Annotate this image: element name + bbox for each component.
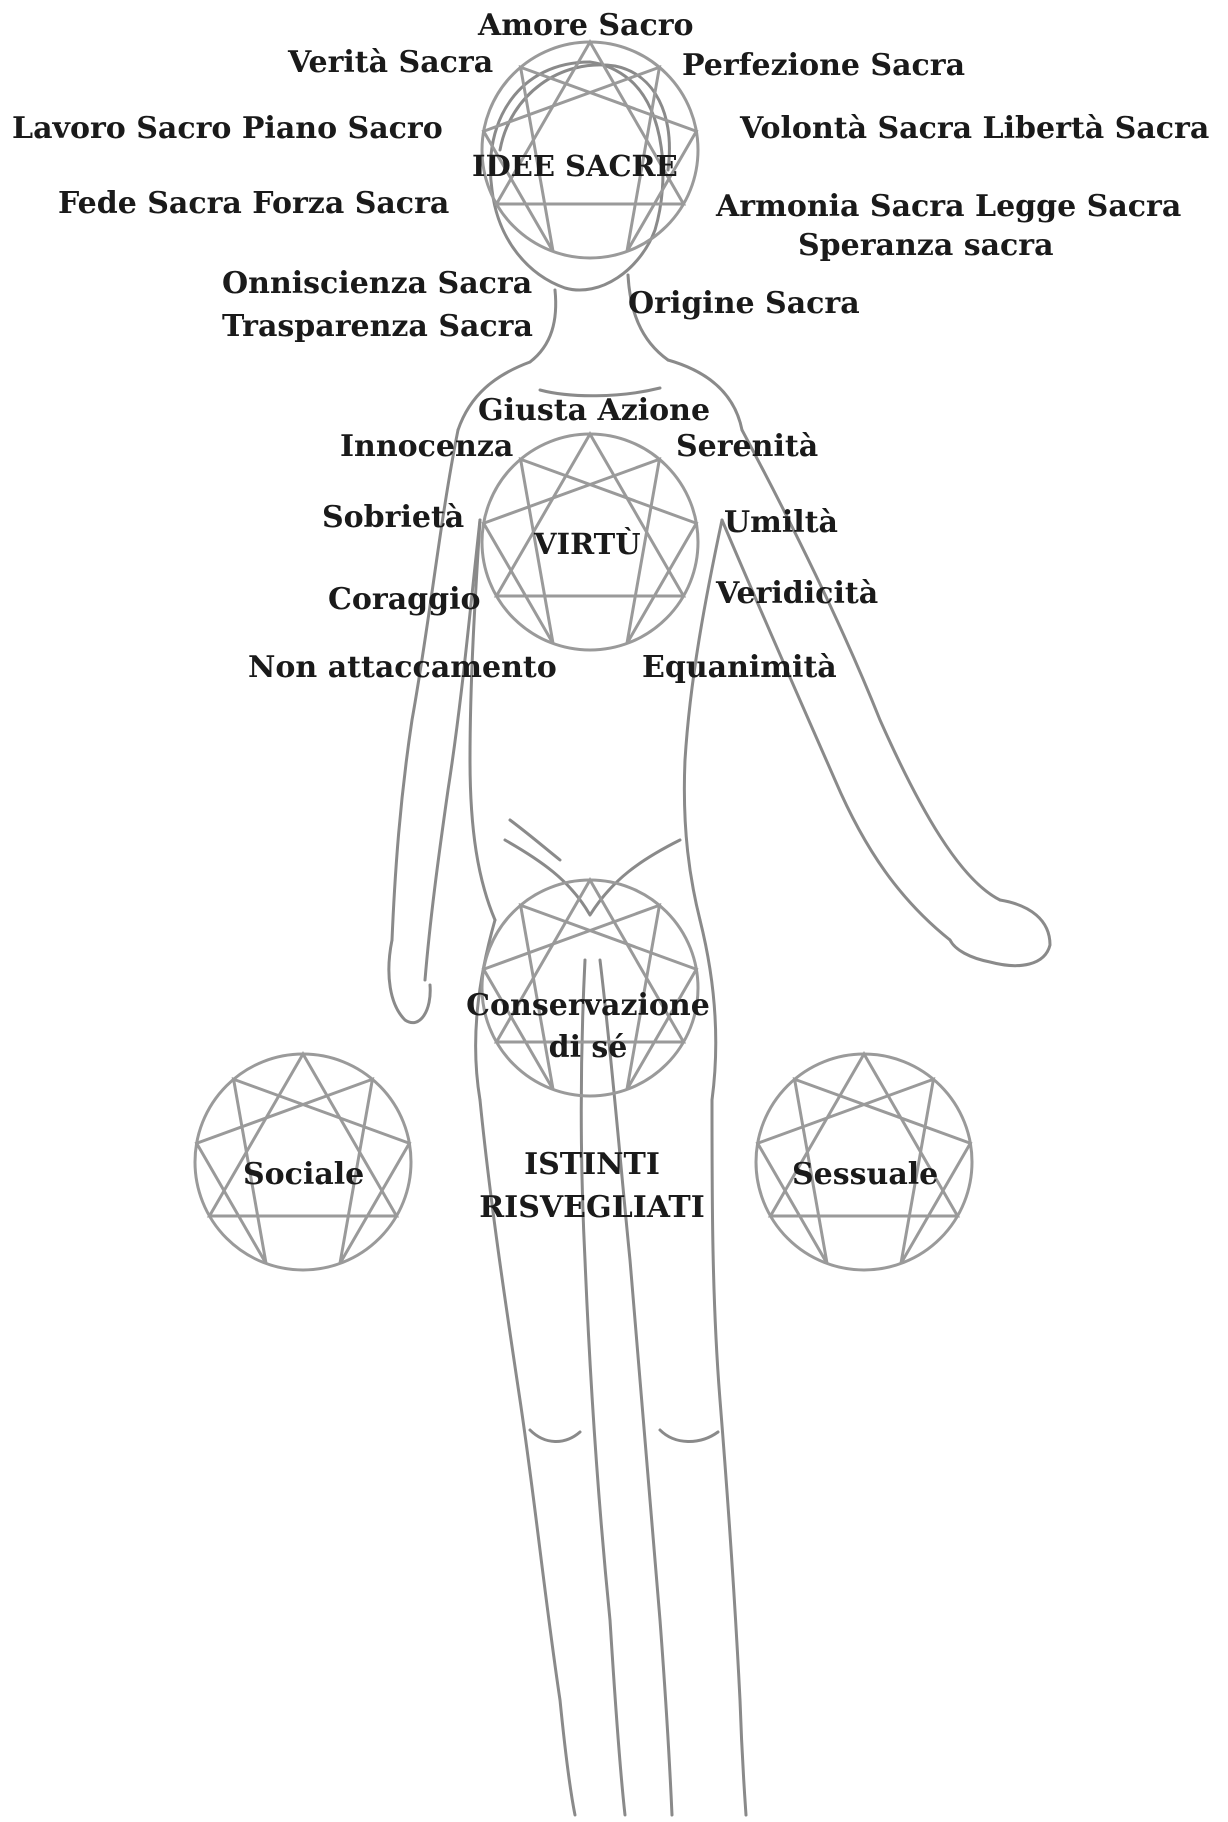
label-speranza-sacra: Speranza sacra (798, 228, 1054, 264)
label-origine-sacra: Origine Sacra (628, 286, 860, 322)
label-non-attaccamento: Non attaccamento (248, 650, 557, 686)
navel-mark (510, 820, 560, 860)
leg-left-inner (581, 960, 625, 1815)
label-volonta-liberta-sacra: Volontà Sacra Libertà Sacra (740, 111, 1209, 147)
chest-enneagram-triangle (496, 434, 683, 596)
label-lavoro-piano-sacro: Lavoro Sacro Piano Sacro (12, 111, 443, 147)
knee-left (530, 1430, 580, 1442)
label-equanimita: Equanimità (642, 650, 837, 686)
instincts-caption-line1: ISTINTI (432, 1147, 752, 1183)
sexual-enneagram-label: Sessuale (792, 1157, 938, 1193)
neck-left (530, 290, 556, 362)
label-coraggio: Coraggio (328, 582, 481, 618)
label-veridicita: Veridicità (716, 576, 878, 612)
chest-enneagram-title: VIRTÙ (534, 526, 641, 562)
label-fede-forza-sacra: Fede Sacra Forza Sacra (58, 186, 449, 222)
self-preservation-label-line1: Conservazione (452, 988, 724, 1024)
leg-right-inner (600, 960, 672, 1815)
instincts-caption-line2: RISVEGLIATI (432, 1190, 752, 1226)
label-serenita: Serenità (676, 429, 818, 465)
head-enneagram-title: IDEE SACRE (472, 148, 678, 184)
label-giusta-azione: Giusta Azione (478, 393, 710, 429)
label-sobrieta: Sobrietà (322, 500, 464, 536)
hand-right (950, 900, 1050, 966)
label-perfezione-sacra: Perfezione Sacra (682, 48, 965, 84)
label-innocenza: Innocenza (340, 429, 513, 465)
groin-line (505, 840, 680, 915)
label-armonia-legge-sacra: Armonia Sacra Legge Sacra (716, 189, 1181, 225)
label-verita-sacra: Verità Sacra (288, 45, 493, 81)
self-preservation-label-line2: di sé (452, 1030, 724, 1066)
label-onniscienza-sacra: Onniscienza Sacra (222, 266, 532, 302)
social-enneagram-label: Sociale (243, 1157, 364, 1193)
knee-right (660, 1430, 718, 1442)
hand-left (389, 940, 430, 1023)
label-amore-sacro: Amore Sacro (478, 8, 694, 44)
label-trasparenza-sacra: Trasparenza Sacra (222, 309, 533, 345)
label-umilta: Umiltà (724, 505, 838, 541)
